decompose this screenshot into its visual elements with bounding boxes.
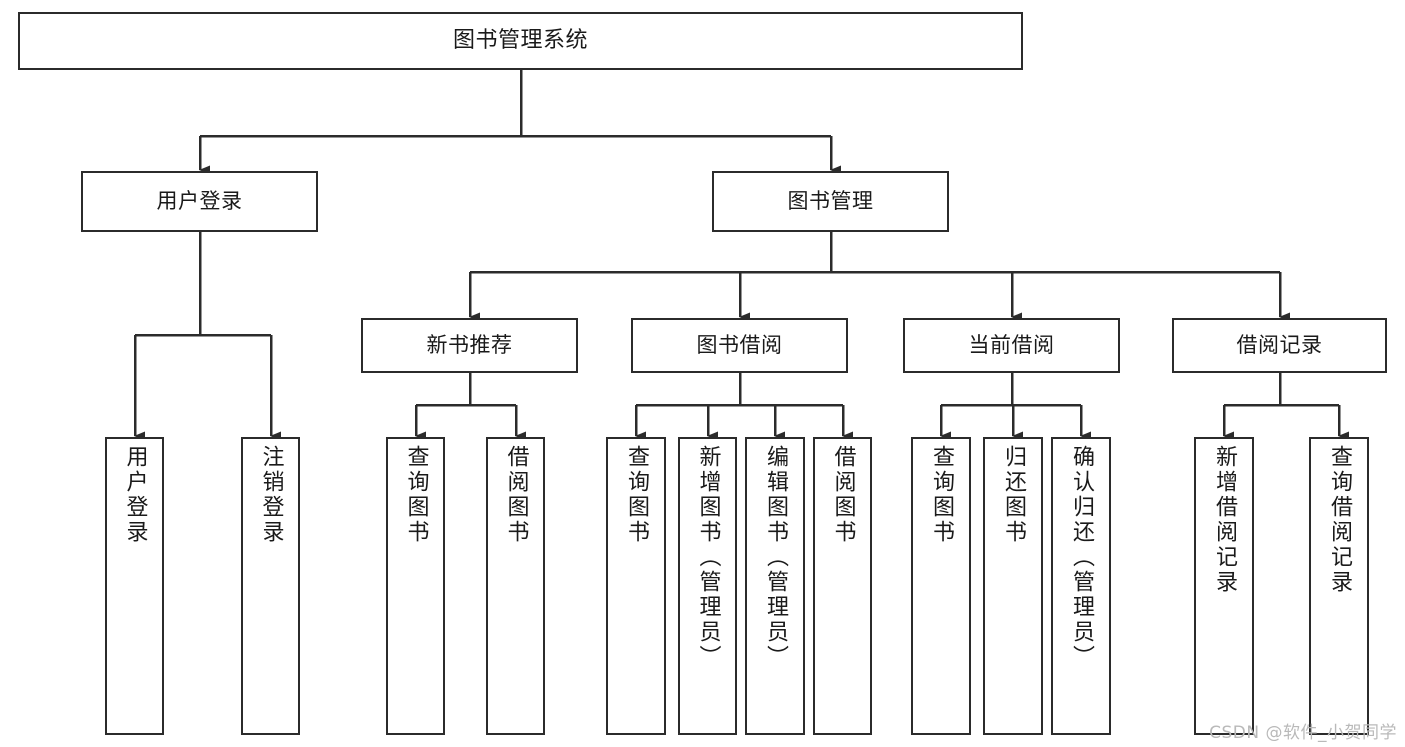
node-leaf-borrow-book[interactable]: 借阅图书 (813, 437, 872, 735)
node-book-borrow[interactable]: 图书借阅 (631, 318, 848, 373)
node-label: 查询图书 (403, 445, 429, 545)
node-leaf-add-record[interactable]: 新增借阅记录 (1194, 437, 1254, 735)
node-label: 图书管理 (787, 188, 874, 213)
node-leaf-query-book-rec[interactable]: 查询图书 (386, 437, 445, 735)
node-label: 查询图书 (929, 445, 954, 545)
node-label: 新增图书（管理员） (695, 445, 721, 670)
node-label: 新书推荐 (426, 332, 513, 357)
node-new-book-rec[interactable]: 新书推荐 (361, 318, 578, 373)
node-label: 编辑图书（管理员） (763, 445, 788, 670)
node-leaf-query-record[interactable]: 查询借阅记录 (1309, 437, 1369, 735)
node-leaf-add-book[interactable]: 新增图书（管理员） (678, 437, 737, 735)
node-leaf-logout[interactable]: 注销登录 (241, 437, 300, 735)
node-label: 图书借阅 (696, 332, 783, 357)
node-leaf-edit-book[interactable]: 编辑图书（管理员） (745, 437, 805, 735)
watermark-text: CSDN @软件_小贺同学 (1209, 723, 1397, 743)
node-root[interactable]: 图书管理系统 (18, 12, 1023, 70)
node-label: 查询图书 (624, 445, 649, 545)
node-leaf-borrow-book-rec[interactable]: 借阅图书 (486, 437, 545, 735)
node-leaf-query-book-cur[interactable]: 查询图书 (911, 437, 971, 735)
node-label: 注销登录 (258, 445, 284, 545)
node-leaf-user-login[interactable]: 用户登录 (105, 437, 164, 735)
node-label: 借阅图书 (830, 445, 856, 545)
node-label: 借阅记录 (1236, 332, 1323, 357)
node-current-borrow[interactable]: 当前借阅 (903, 318, 1120, 373)
node-label: 查询借阅记录 (1327, 445, 1352, 595)
node-label: 图书管理系统 (452, 27, 588, 53)
node-label: 归还图书 (1001, 445, 1026, 545)
node-label: 确认归还（管理员） (1069, 445, 1094, 670)
node-borrow-record[interactable]: 借阅记录 (1172, 318, 1387, 373)
node-label: 新增借阅记录 (1212, 445, 1237, 595)
node-book-manage[interactable]: 图书管理 (712, 171, 949, 232)
node-user-login[interactable]: 用户登录 (81, 171, 318, 232)
node-leaf-return-book[interactable]: 归还图书 (983, 437, 1043, 735)
node-label: 用户登录 (156, 188, 243, 213)
node-leaf-query-book-borrow[interactable]: 查询图书 (606, 437, 666, 735)
node-leaf-confirm-return[interactable]: 确认归还（管理员） (1051, 437, 1111, 735)
node-label: 用户登录 (122, 445, 148, 545)
node-label: 当前借阅 (968, 332, 1055, 357)
node-label: 借阅图书 (503, 445, 529, 545)
